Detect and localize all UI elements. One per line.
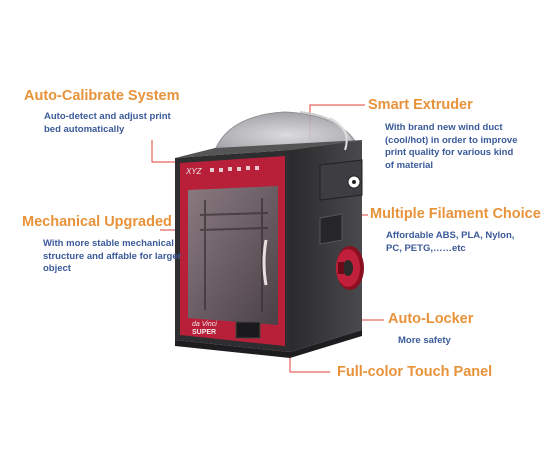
side-vent: [319, 213, 343, 245]
auto-calibrate-desc-line2: bed automatically: [44, 123, 125, 135]
smart-extruder-desc-line1: With brand new wind duct: [385, 122, 503, 133]
control-strip-icons: [210, 166, 259, 172]
printer-top: [175, 140, 362, 158]
printer-dome: [214, 111, 361, 151]
auto-locker-title: Auto-Locker: [388, 311, 474, 327]
mechanical-desc-line2: structure and affable for larger: [43, 250, 182, 262]
mechanical-desc-line1: With more stable mechanical: [43, 238, 174, 249]
model-name-line2: SUPER: [192, 329, 216, 336]
smart-extruder-desc-line2: (cool/hot) in order to improve: [385, 134, 518, 146]
smart-extruder-desc-line4: of material: [385, 159, 434, 171]
touch-panel: [235, 321, 261, 339]
filament-desc-line2: PC, PETG,……etc: [386, 242, 466, 254]
mechanical-title: Mechanical Upgraded: [22, 214, 172, 230]
mechanical-desc-line3: object: [43, 263, 71, 274]
smart-extruder-title: Smart Extruder: [368, 97, 473, 113]
auto-locker-desc: More safety: [398, 335, 451, 348]
filament-desc-line1: Affordable ABS, PLA, Nylon,: [386, 230, 515, 241]
touch-panel-title: Full-color Touch Panel: [337, 364, 493, 380]
smart-extruder-desc-line3: print quality for various kind: [385, 147, 514, 158]
brand-mark: XYZ: [185, 167, 203, 176]
glass-door: [188, 186, 278, 325]
auto-calibrate-title: Auto-Calibrate System: [24, 88, 180, 104]
door-handle: [262, 239, 268, 286]
auto-locker-desc-line1: More safety: [398, 335, 451, 346]
extruder-box: [319, 159, 363, 201]
auto-calibrate-desc-line1: Auto-detect and adjust print: [44, 111, 171, 122]
mechanical-desc: With more stable mechanical structure an…: [43, 238, 181, 276]
model-name-line1: da Vinci: [192, 321, 217, 328]
smart-extruder-desc: With brand new wind duct (cool/hot) in o…: [385, 122, 517, 172]
filament-desc: Affordable ABS, PLA, Nylon, PC, PETG,……e…: [386, 230, 514, 255]
filament-spool: [336, 246, 364, 290]
auto-calibrate-desc: Auto-detect and adjust print bed automat…: [44, 111, 171, 136]
filament-title: Multiple Filament Choice: [370, 206, 541, 222]
